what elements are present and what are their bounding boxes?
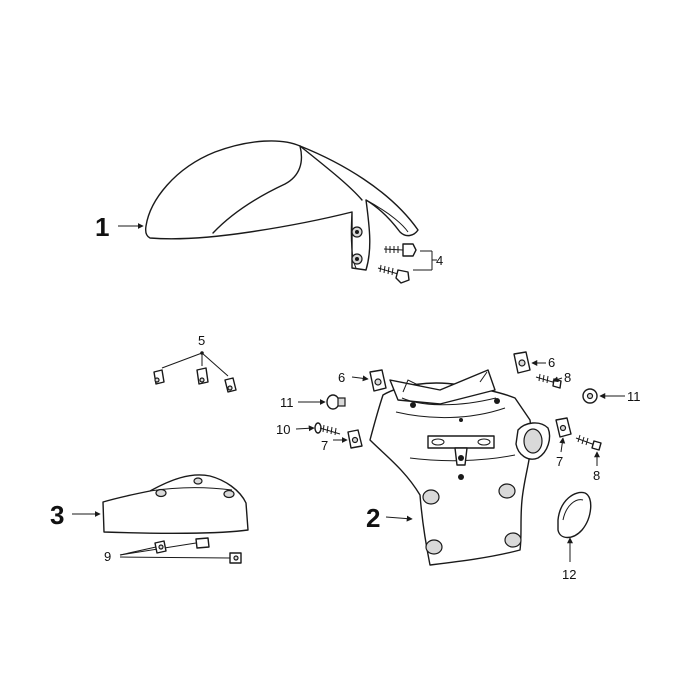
callout-5: 5 — [198, 333, 205, 348]
washer-11-left — [326, 394, 346, 410]
rear-fender — [369, 369, 551, 566]
fasteners-9 — [119, 537, 242, 564]
nut-clip-6-right — [513, 351, 531, 374]
front-fender — [144, 140, 419, 271]
nut-clip-6-left — [369, 369, 387, 392]
callout-4: 4 — [436, 253, 443, 268]
callout-8-low: 8 — [593, 468, 600, 483]
callout-11-right: 11 — [627, 389, 641, 404]
leader-lines — [72, 223, 625, 562]
clips-5 — [153, 351, 237, 393]
callout-9: 9 — [104, 549, 111, 564]
reflector-12 — [557, 491, 592, 539]
bolt-8-top — [535, 373, 562, 389]
callout-10: 10 — [276, 422, 290, 437]
callout-1: 1 — [95, 212, 109, 242]
callout-7-right: 7 — [556, 454, 563, 469]
callout-6-left: 6 — [338, 370, 345, 385]
callout-11-left: 11 — [280, 395, 294, 410]
callout-3: 3 — [50, 500, 64, 530]
callout-6-right: 6 — [548, 355, 555, 370]
callout-2: 2 — [366, 503, 380, 533]
bolt-10 — [314, 422, 341, 436]
callout-7-left: 7 — [321, 438, 328, 453]
label-4-leader — [413, 250, 437, 271]
callout-12: 12 — [562, 567, 576, 582]
washer-11-right — [582, 388, 598, 404]
callout-labels: 1 2 3 4 5 6 6 7 7 8 8 9 10 11 11 12 — [50, 212, 641, 582]
mudguard-plate — [102, 474, 249, 535]
nut-7-left — [347, 429, 363, 449]
screw-pair-4 — [377, 243, 417, 284]
callout-8-top: 8 — [564, 370, 571, 385]
nut-7-right — [555, 417, 572, 438]
bolt-8-low — [575, 434, 602, 451]
